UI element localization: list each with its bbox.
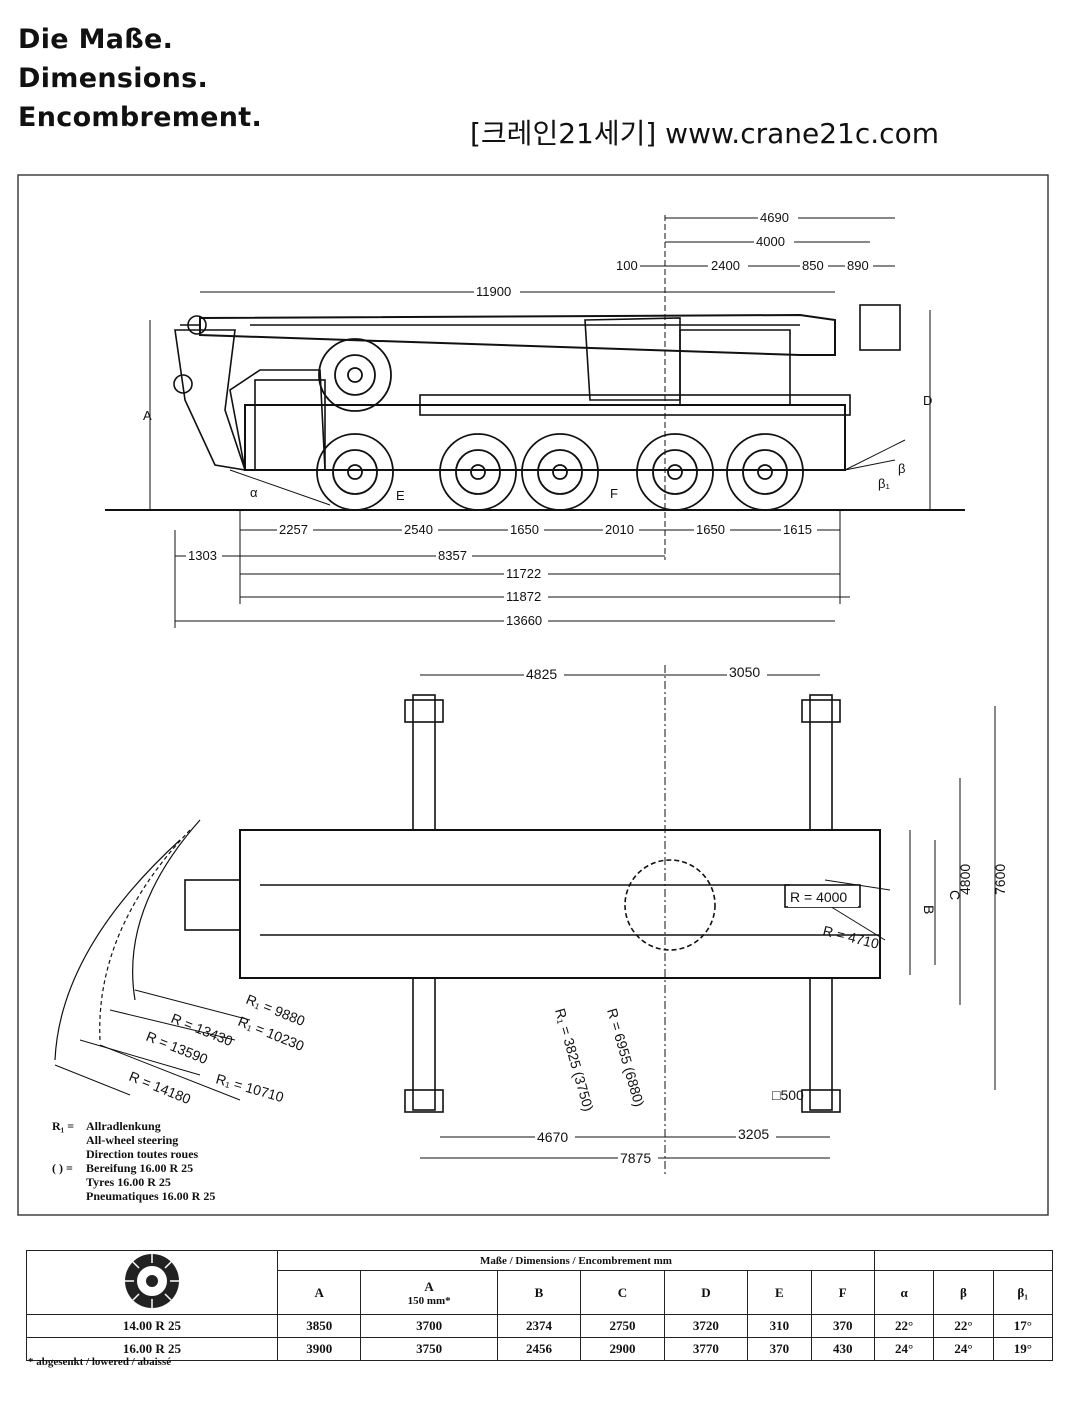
- dim-4690: 4690: [760, 210, 789, 225]
- label-d: D: [923, 393, 932, 408]
- label-e: E: [396, 488, 405, 503]
- title-block: Die Maße. Dimensions. Encombrement.: [18, 20, 318, 137]
- tyre-cell: 14.00 R 25: [26, 1314, 278, 1338]
- dim-4670: 4670: [537, 1129, 568, 1145]
- dim-4800: 4800: [957, 864, 973, 895]
- dim-8357: 8357: [438, 548, 467, 563]
- col-a-lowered: A 150 mm*: [360, 1270, 498, 1315]
- dim-11872: 11872: [506, 589, 541, 604]
- tire-icon-cell: [26, 1250, 278, 1315]
- dimension-table: Maße / Dimensions / Encombrement mm A A …: [26, 1249, 1054, 1361]
- title-german: Die Maße.: [18, 24, 174, 55]
- tire-icon: [125, 1254, 179, 1308]
- table-caption: Maße / Dimensions / Encombrement mm: [277, 1249, 875, 1271]
- col-e: E: [747, 1270, 812, 1315]
- tyre-cell: 16.00 R 25: [26, 1337, 278, 1361]
- radius-r-14180: R = 14180: [127, 1068, 193, 1107]
- brand-watermark: [크레인21세기] www.crane21c.com: [470, 117, 939, 150]
- pad-size: □500: [772, 1087, 804, 1103]
- dim-850: 850: [802, 258, 824, 273]
- side-view: [105, 215, 965, 628]
- dim-3050: 3050: [729, 664, 760, 680]
- dim-4000: 4000: [756, 234, 785, 249]
- col-alpha: α: [873, 1270, 935, 1315]
- dim-2540: 2540: [404, 522, 433, 537]
- dim-1650-left: 1650: [510, 522, 539, 537]
- radius-r-6955: R = 6955 (6880): [604, 1006, 647, 1108]
- label-a: A: [143, 408, 152, 423]
- dim-7600: 7600: [992, 864, 1008, 895]
- radius-r1-10710: R₁ = 10710: [214, 1071, 286, 1106]
- plan-view-dimensions: 4825 3050 4670 3205 7875 R = 4000 R = 47…: [127, 664, 1008, 1167]
- dim-2010: 2010: [605, 522, 634, 537]
- legend-item-tyres: ( ) = Bereifung 16.00 R 25 Tyres 16.00 R…: [52, 1161, 216, 1203]
- table-row: 16.00 R 25 3900 3750 2456 2900 3770 370 …: [26, 1337, 1054, 1361]
- col-c: C: [580, 1270, 665, 1315]
- label-f: F: [610, 486, 618, 501]
- dim-2400: 2400: [711, 258, 740, 273]
- dim-890: 890: [847, 258, 869, 273]
- dim-11900: 11900: [476, 284, 511, 299]
- dim-100: 100: [616, 258, 638, 273]
- label-beta1: β₁: [878, 476, 890, 491]
- table-row: 14.00 R 25 3850 3700 2374 2750 3720 310 …: [26, 1314, 1054, 1338]
- label-c: C: [947, 890, 963, 900]
- col-a: A: [276, 1270, 362, 1315]
- radius-r-4000: R = 4000: [790, 889, 847, 905]
- col-f: F: [810, 1270, 875, 1315]
- label-beta: β: [898, 461, 905, 476]
- radius-r1-3825: R₁ = 3825 (3750): [552, 1006, 597, 1113]
- col-beta: β: [933, 1270, 994, 1315]
- dim-4825: 4825: [526, 666, 557, 682]
- dim-13660: 13660: [506, 613, 542, 628]
- col-beta1: β₁: [992, 1270, 1054, 1315]
- dim-3205: 3205: [738, 1126, 769, 1142]
- label-alpha: α: [250, 485, 258, 500]
- col-d: D: [663, 1270, 749, 1315]
- title-english: Dimensions.: [18, 63, 209, 94]
- footnote: * abgesenkt / lowered / abaissé: [28, 1356, 172, 1368]
- plan-view: [54, 665, 996, 1175]
- dim-11722: 11722: [506, 566, 541, 581]
- dim-7875: 7875: [620, 1150, 651, 1166]
- dim-1615: 1615: [783, 522, 812, 537]
- label-b: B: [921, 905, 937, 914]
- drawing-frame: [17, 174, 1049, 1216]
- title-french: Encombrement.: [18, 102, 263, 133]
- legend-item-allwheel: R₁ = Allradlenkung All-wheel steering Di…: [52, 1119, 199, 1161]
- side-view-dimensions: 4690 4000 100 2400 850 890 11900 A D E F…: [143, 209, 932, 629]
- dim-1650-right: 1650: [696, 522, 725, 537]
- dim-2257: 2257: [279, 522, 308, 537]
- col-b: B: [496, 1270, 582, 1315]
- radius-r-4710: R = 4710: [821, 922, 881, 951]
- legend: R₁ = Allradlenkung All-wheel steering Di…: [52, 1119, 292, 1203]
- dim-1303: 1303: [188, 548, 217, 563]
